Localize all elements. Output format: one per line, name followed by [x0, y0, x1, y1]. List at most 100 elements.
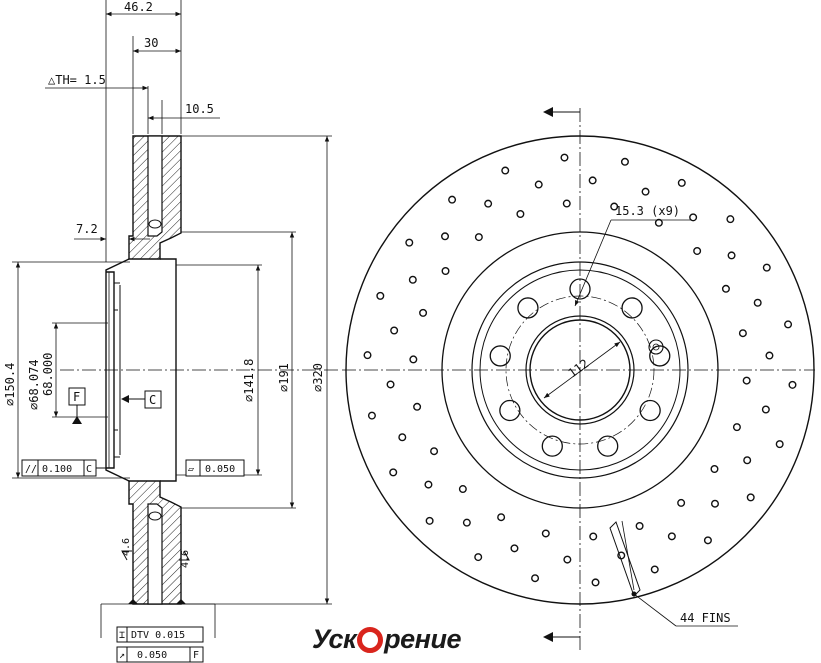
drill-hole	[727, 251, 736, 260]
svg-text:4.6: 4.6	[121, 538, 132, 556]
drill-hole	[462, 518, 471, 527]
svg-text:F: F	[193, 650, 199, 661]
drill-hole	[738, 329, 747, 338]
dim-46-2: 46.2	[124, 0, 153, 14]
datum-c: C	[121, 390, 162, 409]
drill-hole	[784, 320, 793, 329]
section-view: 46.2 30 △TH= 1.5 10.5 7.2 ⌀150.4 ⌀68.074…	[3, 0, 340, 663]
disc-outer	[345, 135, 815, 605]
hub-outer	[471, 261, 689, 479]
svg-text:0.050: 0.050	[137, 650, 167, 661]
bolt-hole	[621, 297, 643, 319]
bolt-holes	[489, 278, 671, 457]
svg-text:4.6: 4.6	[180, 550, 191, 568]
drill-hole	[753, 298, 762, 307]
drill-hole	[677, 178, 686, 187]
dim-141-8: ⌀141.8	[242, 359, 256, 402]
drill-hole	[376, 291, 385, 300]
dim-112: 112	[566, 356, 592, 380]
bolt-hole	[517, 297, 539, 319]
drill-hole	[721, 284, 730, 293]
bolt-hole	[639, 399, 661, 422]
drill-hole	[677, 498, 686, 507]
svg-text:⌶: ⌶	[119, 630, 125, 641]
drill-hole	[389, 468, 398, 477]
datum-f: F	[68, 387, 86, 424]
friction-inner	[441, 231, 719, 509]
surface-mark-left: 4.6	[121, 538, 132, 561]
drill-hole	[516, 209, 525, 218]
drill-hole	[541, 529, 550, 538]
drill-hole	[762, 263, 771, 272]
drill-hole	[497, 513, 506, 522]
center-bore-outer	[525, 315, 635, 425]
svg-text:↗: ↗	[119, 650, 125, 661]
drill-hole	[562, 199, 571, 208]
center-bore	[529, 319, 631, 421]
drill-hole	[441, 266, 450, 275]
surface-mark-right: 4.6	[179, 550, 191, 568]
drill-hole	[510, 544, 519, 553]
hub-step	[479, 269, 681, 471]
dtv-frame: ⌶ DTV 0.015	[116, 626, 204, 643]
drill-hole	[386, 380, 395, 389]
dim-150-4: ⌀150.4	[3, 363, 17, 406]
drill-hole	[413, 402, 422, 411]
dim-th: △TH= 1.5	[48, 73, 106, 87]
drill-hole	[761, 405, 770, 414]
drill-hole	[474, 233, 483, 242]
drill-hole	[534, 180, 543, 189]
fin	[609, 521, 641, 597]
drill-hole	[641, 187, 650, 196]
dim-320: ⌀320	[311, 363, 325, 392]
svg-text:0.100: 0.100	[42, 464, 72, 475]
dim-7-2: 7.2	[76, 222, 98, 236]
drill-hole	[398, 433, 407, 442]
drill-hole	[390, 326, 399, 335]
drill-hole	[610, 202, 619, 211]
drill-hole	[405, 238, 414, 247]
drill-hole	[531, 574, 540, 583]
vent-channel-top	[147, 135, 163, 237]
dim-30: 30	[144, 36, 158, 50]
drill-hole	[746, 493, 755, 502]
drill-hole	[788, 380, 797, 389]
locator-hole	[648, 339, 664, 355]
drill-hole	[424, 480, 433, 489]
drill-hole	[363, 351, 372, 360]
drill-hole	[591, 578, 600, 587]
svg-text:C: C	[86, 464, 92, 475]
bolt-hole	[541, 435, 563, 457]
drill-hole	[667, 532, 676, 541]
drill-hole	[563, 555, 572, 564]
brand-o-icon	[357, 627, 384, 653]
drill-hole	[458, 485, 467, 494]
dim-191: ⌀191	[277, 363, 291, 392]
drill-hole	[425, 516, 434, 525]
drill-hole	[650, 565, 659, 574]
drill-hole	[501, 166, 510, 175]
svg-text:0.050: 0.050	[205, 464, 235, 475]
bolt-hole	[499, 399, 521, 422]
front-view: 112 15.3 (x9) 44 FINS	[342, 107, 815, 650]
parallelism-frame: // 0.100 C	[21, 459, 106, 477]
drill-hole	[742, 376, 751, 385]
bolt-hole	[569, 278, 591, 300]
drill-hole	[775, 440, 784, 449]
drill-hole	[560, 153, 569, 162]
bolt-hole	[649, 345, 671, 367]
drill-hole	[635, 522, 644, 531]
svg-text://: //	[25, 464, 37, 475]
dim-15-3: 15.3 (x9)	[615, 204, 680, 218]
runout-frame: ↗ 0.050 F	[116, 646, 204, 663]
cross-drill-holes	[363, 153, 797, 587]
drill-hole	[589, 532, 598, 541]
svg-text:F: F	[73, 390, 80, 404]
svg-text:▱: ▱	[188, 464, 194, 475]
drill-hole	[765, 351, 774, 360]
dim-68-000: 68.000	[41, 353, 55, 396]
bolt-hole	[489, 345, 511, 367]
drill-hole	[409, 355, 418, 364]
